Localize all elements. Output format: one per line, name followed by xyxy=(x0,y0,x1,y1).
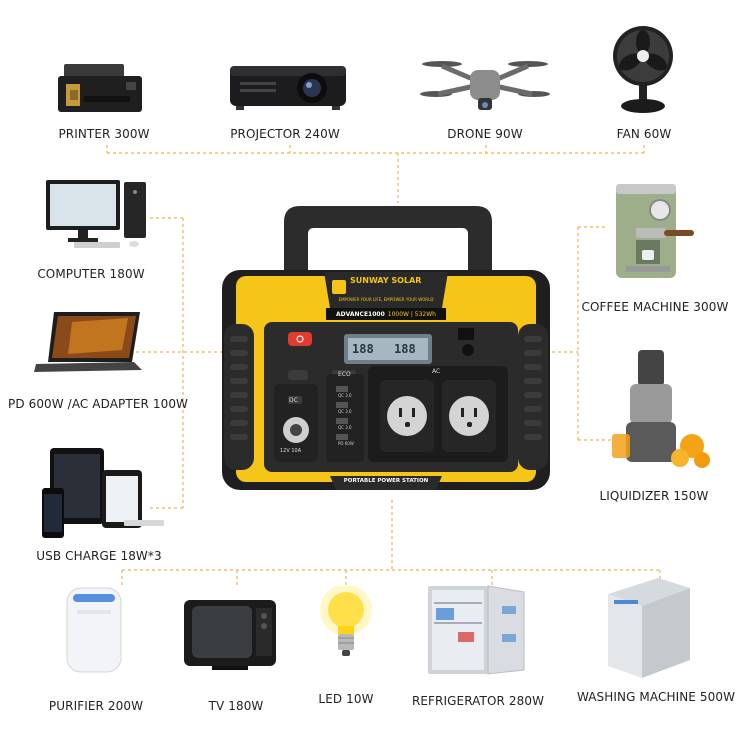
computer-label: COMPUTER 180W xyxy=(37,267,145,281)
washing-machine-icon xyxy=(608,578,690,678)
lcd-left-value: 188 xyxy=(352,342,374,356)
refrigerator-icon xyxy=(428,585,525,675)
station-footer: PORTABLE POWER STATION xyxy=(343,478,429,484)
projector-label: PROJECTOR 240W xyxy=(230,127,340,141)
station-slogan: EMPOWER YOUR LIFE, EMPOWER YOUR WORLD xyxy=(338,297,434,302)
tablet-phone-icon xyxy=(42,448,164,538)
coffee-machine-icon xyxy=(616,184,694,278)
tv-device xyxy=(182,592,278,672)
fridge-label: REFRIGERATOR 280W xyxy=(411,694,545,708)
washer-device xyxy=(602,574,692,680)
tv-label: TV 180W xyxy=(208,699,264,713)
power-station-graphic xyxy=(222,206,550,490)
usb-port-label-3: QC 3.0 xyxy=(338,425,352,430)
fan-device xyxy=(611,24,675,116)
ac-label: AC xyxy=(432,368,441,375)
computer-device xyxy=(44,176,152,250)
usb-port-label-4: PD 60W xyxy=(338,441,354,446)
laptop-icon xyxy=(34,312,142,372)
lightbulb-icon xyxy=(320,586,372,656)
purifier-label: PURIFIER 200W xyxy=(48,699,144,713)
car-port-label: 12V 10A xyxy=(280,448,302,454)
led-label: LED 10W xyxy=(318,692,374,706)
computer-icon xyxy=(46,180,146,248)
printer-icon xyxy=(58,64,142,112)
coffee-device xyxy=(612,180,696,280)
projector-icon xyxy=(230,66,346,110)
drone-label: DRONE 90W xyxy=(447,127,523,141)
station-model-bar: ADVANCE1000 1000W | 532Wh xyxy=(328,308,444,320)
fan-icon xyxy=(613,26,673,113)
juicer-label: LIQUIDIZER 150W xyxy=(599,489,709,503)
station-model: ADVANCE1000 xyxy=(336,310,385,318)
laptop-label: PD 600W /AC ADAPTER 100W xyxy=(8,397,189,411)
usb-label: USB CHARGE 18W*3 xyxy=(36,549,162,563)
washer-label: WASHING MACHINE 500W xyxy=(576,690,736,704)
usb-devices xyxy=(40,446,168,542)
dc-label: DC xyxy=(289,397,298,404)
tv-icon xyxy=(184,600,276,670)
drone-device xyxy=(420,50,550,116)
lcd-right-value: 188 xyxy=(394,342,416,356)
purifier-device xyxy=(63,584,125,676)
fridge-device xyxy=(424,582,530,678)
led-device xyxy=(318,586,374,666)
purifier-icon xyxy=(66,587,122,673)
printer-label: PRINTER 300W xyxy=(58,127,150,141)
station-brand: SUNWAY SOLAR xyxy=(350,276,422,285)
coffee-label: COFFEE MACHINE 300W xyxy=(581,300,729,314)
power-station: SUNWAY SOLAR EMPOWER YOUR LIFE, EMPOWER … xyxy=(214,200,558,500)
usb-port-label-1: QC 3.0 xyxy=(338,393,352,398)
usb-port-label-2: QC 3.0 xyxy=(338,409,352,414)
juicer-device xyxy=(608,346,712,470)
fan-label: FAN 60W xyxy=(616,127,672,141)
laptop-device xyxy=(32,310,144,376)
eco-button-label: ECO xyxy=(338,371,351,378)
juicer-icon xyxy=(612,350,710,468)
station-spec: 1000W | 532Wh xyxy=(387,310,436,318)
drone-icon xyxy=(420,61,550,110)
printer-device xyxy=(56,60,144,116)
projector-device xyxy=(226,56,350,114)
